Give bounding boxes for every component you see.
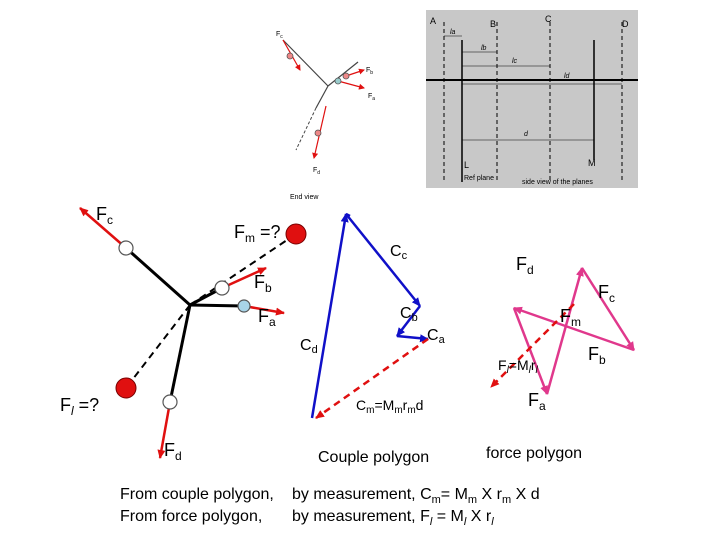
force-polygon-caption: force polygon xyxy=(486,445,582,462)
side-view-label-b: B xyxy=(490,19,496,29)
arm-a xyxy=(189,303,245,308)
end-view-mass-b xyxy=(342,72,350,80)
mass-l xyxy=(115,377,137,399)
force-label-fm: Fm xyxy=(560,306,581,329)
side-view-label-d: D xyxy=(622,19,629,29)
couple-label-cb: Cb xyxy=(400,305,418,324)
footer-row1-left: From couple polygon, xyxy=(120,486,274,503)
end-view-title: End view xyxy=(290,194,319,201)
mass-m xyxy=(285,223,307,245)
force-arrow-fa xyxy=(243,304,285,316)
side-view-dim-ld-label: ld xyxy=(564,73,571,80)
footer-row2-left: From force polygon, xyxy=(120,508,263,525)
end-view-mass-c xyxy=(286,52,294,60)
force-label-fa: Fa xyxy=(528,390,546,413)
label-fm: Fm =? xyxy=(234,222,281,245)
mass-b xyxy=(214,280,230,296)
arm-d xyxy=(168,304,192,403)
label-fd: Fd xyxy=(164,440,182,463)
label-fb: Fb xyxy=(254,272,272,295)
side-view-dim-lb-label: lb xyxy=(481,45,487,52)
couple-vector-cb xyxy=(396,305,421,337)
arm-m-dashed xyxy=(189,233,297,306)
side-view-caption: side view of the planes xyxy=(522,179,593,186)
couple-vector-cc xyxy=(345,213,421,307)
force-vector-fc xyxy=(580,267,636,351)
force-arrow-fb xyxy=(221,266,267,290)
force-label-fd: Fd xyxy=(516,254,534,277)
arm-l-dashed xyxy=(125,304,191,389)
side-view-background xyxy=(426,10,638,188)
end-view-line-d-solid xyxy=(315,85,329,109)
end-view-line-b xyxy=(327,61,359,87)
force-label-fb: Fb xyxy=(588,344,606,367)
mass-d xyxy=(162,394,178,410)
end-view: Fc Fb Fa Fd End view xyxy=(276,31,375,201)
end-view-line-c xyxy=(282,39,329,87)
footer-row1-formula: by measurement, Cm= Mm X rm X d xyxy=(292,486,540,507)
mass-c xyxy=(118,240,134,256)
label-fc: Fc xyxy=(96,204,113,227)
side-view-label-m: M xyxy=(588,158,596,168)
mass-a xyxy=(237,299,251,313)
force-arrow-fc xyxy=(79,207,127,249)
side-view-label-c: C xyxy=(545,14,552,24)
label-fl: Fl =? xyxy=(60,395,99,418)
end-view-line-d-dashed xyxy=(295,107,317,151)
couple-polygon-caption: Couple polygon xyxy=(318,449,429,466)
side-view-dim-lc-label: lc xyxy=(512,58,518,65)
side-view-label-a: A xyxy=(430,16,436,26)
couple-polygon: Cc Cb Ca Cd Cm=Mmrmd Couple polygon xyxy=(300,212,446,466)
end-view-mass-a xyxy=(334,77,342,85)
force-arrow-fd xyxy=(157,401,172,459)
end-view-label-fc: Fc xyxy=(276,31,283,40)
label-fa: Fa xyxy=(258,306,276,329)
couple-label-ca: Ca xyxy=(427,327,446,346)
couple-vector-ca xyxy=(396,334,429,343)
couple-label-cm: Cm=Mmrmd xyxy=(356,397,423,416)
side-view-dim-la-label: la xyxy=(450,29,456,36)
couple-label-cc: Cc xyxy=(390,243,408,262)
force-label-fl: Fl=Mlrl xyxy=(498,357,539,376)
couple-label-cd: Cd xyxy=(300,337,318,356)
side-view-label-l: L xyxy=(464,160,469,170)
couple-vector-cm xyxy=(315,337,429,420)
side-view: A B C D la lb lc ld d L M Ref plane side… xyxy=(426,10,638,188)
footer-row2-formula: by measurement, Fl = Ml X rl xyxy=(292,508,494,529)
side-view-ref-plane: Ref plane xyxy=(464,175,494,182)
end-view-label-fa: Fa xyxy=(368,93,375,102)
end-view-label-fd: Fd xyxy=(313,167,320,176)
end-view-force-a xyxy=(337,80,365,90)
side-view-dim-d-label: d xyxy=(524,131,529,138)
couple-vector-cd xyxy=(310,213,349,419)
force-polygon: Fd Fc Fm Fb Fa Fl=Mlrl force polygon xyxy=(486,254,636,462)
end-view-mass-d xyxy=(314,129,322,137)
force-vector-fd xyxy=(545,267,584,395)
arm-c xyxy=(125,246,191,307)
force-label-fc: Fc xyxy=(598,282,615,305)
force-vector-fb xyxy=(513,306,635,352)
end-view-label-fb: Fb xyxy=(366,67,373,76)
force-vector-fm-dashed xyxy=(490,303,575,388)
force-vector-fa xyxy=(512,307,549,395)
main-view: Fc Fm =? Fb Fa Fl =? Fd xyxy=(60,204,307,463)
